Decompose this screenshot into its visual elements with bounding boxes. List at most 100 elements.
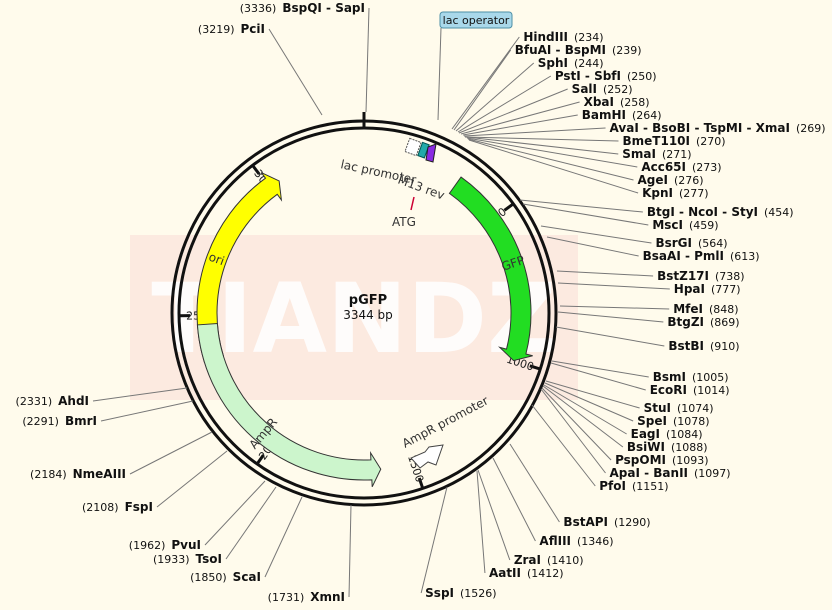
site-smai[interactable]: (271)SmaI [465, 136, 692, 161]
site-bstz17i[interactable]: (738)BstZ17I [556, 269, 745, 283]
site-leader-line [551, 360, 649, 378]
site-position: (1078) [673, 415, 710, 428]
site-xmni[interactable]: (1731)XmnI [268, 504, 352, 604]
site-leader-line [462, 114, 578, 136]
site-agei[interactable]: (276)AgeI [467, 138, 704, 187]
site-position: (454) [764, 206, 794, 219]
site-position: (252) [603, 83, 633, 96]
site-name: AhdI [58, 394, 89, 408]
site-name: BfuAI - BspMI [515, 43, 606, 57]
site-leader-line [464, 136, 619, 142]
site-bsaai-pmli[interactable]: (613)BsaAI - PmlI [546, 236, 760, 263]
site-bstapi[interactable]: (1290)BstAPI [509, 443, 651, 529]
site-position: (1962) [129, 539, 166, 552]
site-bsrgi[interactable]: (564)BsrGI [540, 225, 728, 250]
site-position: (239) [612, 44, 642, 57]
site-stui[interactable]: (1074)StuI [545, 380, 714, 415]
site-position: (848) [709, 303, 739, 316]
site-eagi[interactable]: (1084)EagI [543, 384, 703, 441]
site-avai-bsobi-tspmi-xmai[interactable]: (269)AvaI - BsoBI - TspMI - XmaI [463, 121, 826, 137]
site-position: (1005) [692, 371, 729, 384]
site-name: XmnI [310, 590, 345, 604]
site-mfei[interactable]: (848)MfeI [559, 302, 739, 316]
site-position: (2184) [30, 468, 67, 481]
bp-tick-2000 [255, 454, 265, 465]
site-name: HpaI [674, 282, 705, 296]
backbone [170, 112, 558, 507]
lac-promoter-shape [404, 137, 422, 157]
site-pcii[interactable]: (3219)PciI [198, 22, 323, 116]
site-ahdi[interactable]: (2331) AhdI [16, 387, 188, 408]
site-scai[interactable]: (1850)ScaI [190, 496, 303, 584]
site-leader-line [348, 504, 352, 598]
site-name: BsrGI [655, 236, 692, 250]
site-position: (1410) [547, 554, 584, 567]
site-aatii[interactable]: (1412)AatII [476, 470, 564, 580]
site-leader-line [268, 28, 323, 116]
site-tsoi[interactable]: (1933)TsoI [153, 486, 277, 566]
site-pvui[interactable]: (1962)PvuI [129, 480, 266, 552]
site-name: EagI [631, 427, 660, 441]
site-sali[interactable]: (252)SalI [458, 82, 633, 134]
site-position: (613) [730, 250, 760, 263]
site-pfoi[interactable]: (1151)PfoI [531, 404, 669, 493]
plasmid-length: 3344 bp [343, 308, 393, 322]
site-name: AgeI [638, 173, 668, 187]
site-bsiwi[interactable]: (1088)BsiWI [542, 385, 708, 454]
site-bspqi-sapi[interactable]: (3336)BspQI - SapI [240, 1, 370, 113]
site-position: (234) [574, 31, 604, 44]
site-nmeaiii[interactable]: (2184) NmeAIII [30, 431, 213, 481]
site-msci[interactable]: (459)MscI [522, 203, 719, 232]
site-bamhi[interactable]: (264)BamHI [462, 108, 662, 136]
site-sspi[interactable]: (1526)SspI [420, 486, 497, 600]
site-zrai[interactable]: (1410)ZraI [477, 469, 584, 567]
site-kpni[interactable]: (277)KpnI [468, 139, 709, 200]
ori-arrow-label: ori [207, 250, 226, 269]
site-name: SpeI [637, 414, 667, 428]
site-position: (2331) [16, 395, 53, 408]
site-ecori[interactable]: (1014)EcoRI [550, 362, 730, 397]
site-leader-line [477, 469, 511, 561]
backbone-inner-ring [177, 126, 551, 500]
site-position: (738) [715, 270, 745, 283]
site-name: NmeAIII [73, 467, 126, 481]
site-position: (777) [711, 283, 741, 296]
site-bmri[interactable]: (2291)BmrI [22, 400, 194, 428]
site-leader-line [540, 388, 606, 474]
site-name: ApaI - BanII [610, 466, 689, 480]
site-bsmi[interactable]: (1005)BsmI [551, 360, 729, 384]
site-leader-line [542, 385, 624, 448]
cap-binding-site [417, 141, 430, 159]
site-bstbi[interactable]: (910)BstBI [555, 326, 740, 353]
site-leader-line [531, 404, 596, 487]
site-btgi-ncoi-styi[interactable]: (454)BtgI - NcoI - StyI [519, 199, 794, 219]
ampr-promoter-label: AmpR promoter [400, 393, 491, 450]
site-xbai[interactable]: (258)XbaI [460, 95, 650, 135]
site-position: (1933) [153, 553, 190, 566]
site-leader-line [559, 305, 670, 310]
site-position: (1412) [527, 567, 564, 580]
site-hindiii[interactable]: (234)HindIII [451, 30, 604, 130]
site-btgzi[interactable]: (869)BtgZI [557, 311, 740, 329]
site-sphi[interactable]: (244)SphI [455, 56, 604, 132]
site-leader-line [156, 450, 228, 508]
site-afliii[interactable]: (1346)AflIII [492, 457, 614, 548]
site-position: (1097) [694, 467, 731, 480]
site-name: AvaI - BsoBI - TspMI - XmaI [610, 121, 790, 135]
site-position: (3336) [240, 2, 277, 15]
site-psti-sbfi[interactable]: (250)PstI - SbfI [457, 69, 657, 133]
site-leader-line [556, 270, 654, 277]
site-acc65i[interactable]: (273)Acc65I [466, 137, 722, 174]
site-leader-line [463, 127, 606, 137]
site-fspi[interactable]: (2108)FspI [82, 450, 228, 514]
site-pspomi[interactable]: (1093)PspOMI [541, 387, 709, 467]
site-hpai[interactable]: (777) HpaI [557, 282, 741, 296]
site-leader-line [455, 62, 535, 132]
site-apai-banii[interactable]: (1097) ApaI - BanII [540, 388, 731, 480]
site-position: (1151) [632, 480, 669, 493]
site-name: BamHI [582, 108, 626, 122]
site-bfuai-bspmi[interactable]: (239) BfuAI - BspMI [453, 43, 642, 131]
site-bmet110i[interactable]: (270)BmeT110I [464, 134, 726, 148]
site-leader-line [420, 486, 448, 594]
site-spei[interactable]: (1078) SpeI [544, 382, 710, 428]
